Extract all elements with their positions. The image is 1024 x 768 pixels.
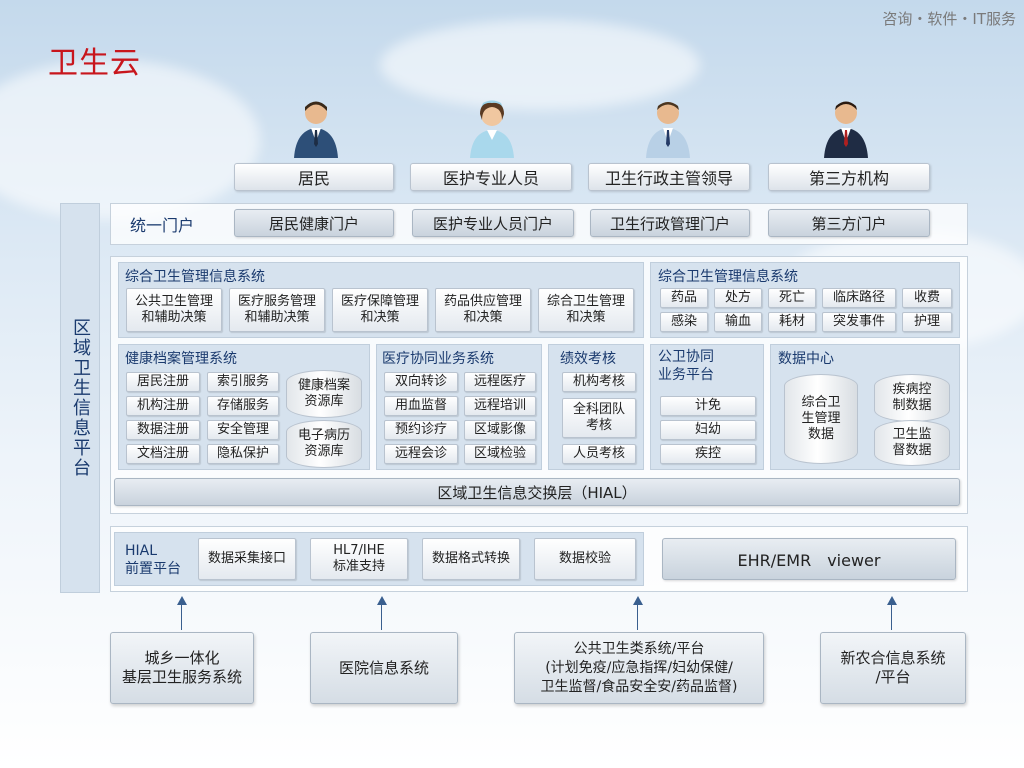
- mgmt-general[interactable]: 综合卫生管理 和决策: [538, 288, 634, 332]
- portal-label: 统一门户: [130, 216, 195, 235]
- data-format-conversion[interactable]: 数据格式转换: [422, 538, 520, 580]
- role-third-party[interactable]: 第三方机构: [768, 163, 930, 191]
- nurse-icon: [466, 98, 518, 158]
- ehr-emr-viewer[interactable]: EHR/EMR viewer: [662, 538, 956, 580]
- disease-control-db: 疾病控 制数据: [874, 374, 950, 422]
- arrow-up-icon: [177, 596, 187, 605]
- mgmt-public-health[interactable]: 公共卫生管理 和辅助决策: [126, 288, 222, 332]
- frontend-label: HIAL 前置平台: [125, 543, 181, 577]
- mc-item[interactable]: 远程医疗: [464, 372, 536, 392]
- mgmt-insurance[interactable]: 医疗保障管理 和决策: [332, 288, 428, 332]
- mgmt-item[interactable]: 死亡: [768, 288, 816, 308]
- mc-item[interactable]: 区域检验: [464, 444, 536, 464]
- mgmt-item[interactable]: 耗材: [768, 312, 816, 332]
- role-medical-staff[interactable]: 医护专业人员: [410, 163, 572, 191]
- mc-item[interactable]: 预约诊疗: [384, 420, 458, 440]
- hr-item[interactable]: 数据注册: [126, 420, 200, 440]
- mgmt-item[interactable]: 药品: [660, 288, 708, 308]
- mgmt-item[interactable]: 护理: [902, 312, 952, 332]
- mgmt-item[interactable]: 处方: [714, 288, 762, 308]
- mgmt-item[interactable]: 临床路径: [822, 288, 896, 308]
- mc-item[interactable]: 双向转诊: [384, 372, 458, 392]
- medical-collab-title: 医疗协同业务系统: [382, 351, 494, 367]
- ph-item[interactable]: 计免: [660, 396, 756, 416]
- emr-db: 电子病历 资源库: [286, 420, 362, 468]
- official-icon: [642, 98, 694, 158]
- source-ncms[interactable]: 新农合信息系统 /平台: [820, 632, 966, 704]
- public-health-title: 公卫协同 业务平台: [658, 349, 714, 383]
- portal-admin[interactable]: 卫生行政管理门户: [590, 209, 750, 237]
- mgmt-item[interactable]: 输血: [714, 312, 762, 332]
- arrow-line: [637, 604, 638, 630]
- hr-item[interactable]: 隐私保护: [207, 444, 279, 464]
- mgmt-item[interactable]: 感染: [660, 312, 708, 332]
- mgmt-right-title: 综合卫生管理信息系统: [658, 269, 798, 285]
- portal-resident[interactable]: 居民健康门户: [234, 209, 394, 237]
- data-collection-interface[interactable]: 数据采集接口: [198, 538, 296, 580]
- perf-item[interactable]: 人员考核: [562, 444, 636, 464]
- user-icon-resident: [290, 98, 342, 158]
- health-records-title: 健康档案管理系统: [125, 351, 237, 367]
- mgmt-item[interactable]: 突发事件: [822, 312, 896, 332]
- data-validation[interactable]: 数据校验: [534, 538, 636, 580]
- arrow-line: [381, 604, 382, 630]
- hr-item[interactable]: 机构注册: [126, 396, 200, 416]
- arrow-line: [181, 604, 182, 630]
- hr-item[interactable]: 居民注册: [126, 372, 200, 392]
- mc-item[interactable]: 远程会诊: [384, 444, 458, 464]
- third-party-icon: [820, 98, 872, 158]
- mc-item[interactable]: 区域影像: [464, 420, 536, 440]
- ph-item[interactable]: 疾控: [660, 444, 756, 464]
- hr-item[interactable]: 安全管理: [207, 420, 279, 440]
- hr-item[interactable]: 索引服务: [207, 372, 279, 392]
- mgmt-left-title: 综合卫生管理信息系统: [125, 269, 265, 285]
- cloud-decoration: [380, 20, 700, 110]
- health-record-db: 健康档案 资源库: [286, 370, 362, 418]
- role-health-admin[interactable]: 卫生行政主管领导: [588, 163, 750, 191]
- side-label: 区域卫生信息平台: [70, 318, 91, 478]
- mgmt-data-db: 综合卫 生管理 数据: [784, 374, 858, 464]
- supervision-db: 卫生监 督数据: [874, 420, 950, 466]
- performance-title: 绩效考核: [560, 351, 616, 367]
- mgmt-item[interactable]: 收费: [902, 288, 952, 308]
- page-title: 卫生云: [48, 46, 141, 81]
- tagline: 咨询・软件・IT服务: [882, 10, 1016, 28]
- cloud-decoration: [0, 60, 260, 220]
- arrow-up-icon: [633, 596, 643, 605]
- arrow-line: [891, 604, 892, 630]
- source-primary-care[interactable]: 城乡一体化 基层卫生服务系统: [110, 632, 254, 704]
- side-label-panel: 区域卫生信息平台: [60, 203, 100, 593]
- portal-medical[interactable]: 医护专业人员门户: [412, 209, 574, 237]
- mgmt-medical-service[interactable]: 医疗服务管理 和辅助决策: [229, 288, 325, 332]
- ph-item[interactable]: 妇幼: [660, 420, 756, 440]
- data-center-title: 数据中心: [778, 351, 834, 367]
- mc-item[interactable]: 远程培训: [464, 396, 536, 416]
- role-resident[interactable]: 居民: [234, 163, 394, 191]
- hr-item[interactable]: 文档注册: [126, 444, 200, 464]
- hl7-ihe-support[interactable]: HL7/IHE 标准支持: [310, 538, 408, 580]
- perf-item[interactable]: 全科团队 考核: [562, 398, 636, 438]
- arrow-up-icon: [377, 596, 387, 605]
- source-hospital-info[interactable]: 医院信息系统: [310, 632, 458, 704]
- mc-item[interactable]: 用血监督: [384, 396, 458, 416]
- arrow-up-icon: [887, 596, 897, 605]
- hr-item[interactable]: 存储服务: [207, 396, 279, 416]
- hial-bar[interactable]: 区域卫生信息交换层（HIAL）: [114, 478, 960, 506]
- source-public-health[interactable]: 公共卫生类系统/平台 (计划免疫/应急指挥/妇幼保健/ 卫生监督/食品安全安/药…: [514, 632, 764, 704]
- perf-item[interactable]: 机构考核: [562, 372, 636, 392]
- portal-third-party[interactable]: 第三方门户: [768, 209, 930, 237]
- mgmt-drug-supply[interactable]: 药品供应管理 和决策: [435, 288, 531, 332]
